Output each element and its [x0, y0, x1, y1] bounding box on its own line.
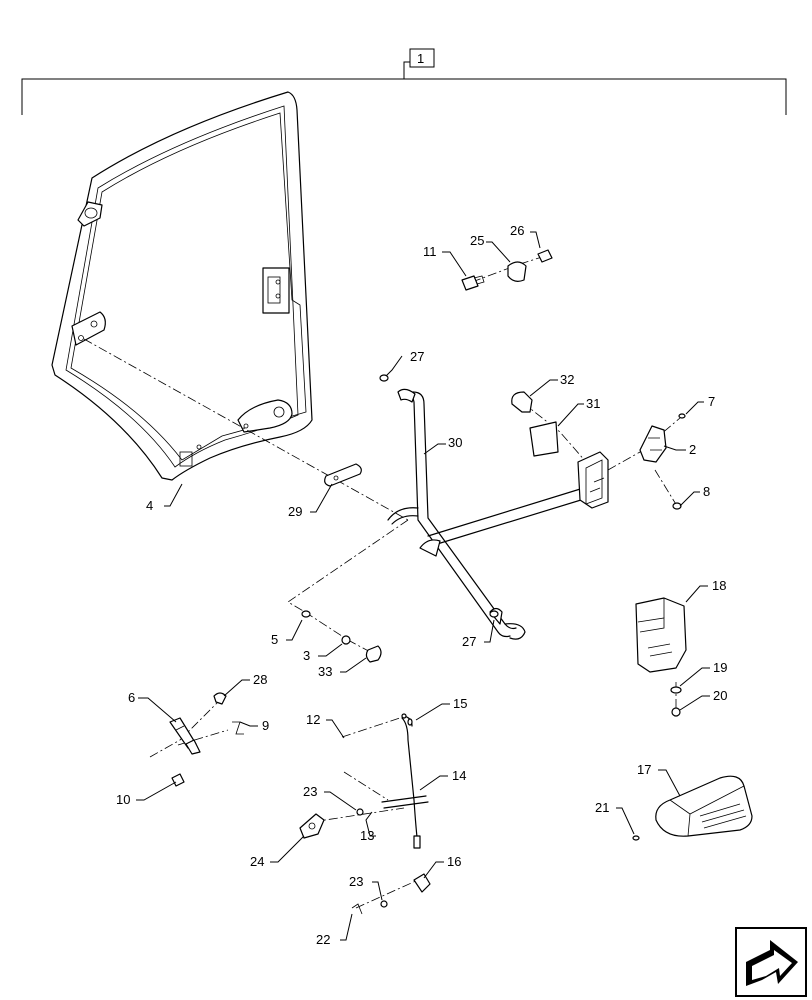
pin-15 [407, 718, 413, 726]
callout-9: 9 [262, 718, 269, 733]
callout-17: 17 [637, 762, 651, 777]
next-page-arrow-icon[interactable] [735, 927, 807, 997]
callout-5: 5 [271, 632, 278, 647]
callout-30: 30 [448, 435, 462, 450]
callout-27: 27 [462, 634, 476, 649]
handle-rod-assembly [387, 388, 609, 640]
callout-26: 26 [510, 223, 524, 238]
callout-27: 27 [410, 349, 424, 364]
washer-5 [301, 610, 311, 618]
callout-16: 16 [447, 854, 461, 869]
hinge-2 [639, 425, 667, 463]
callout-4: 4 [146, 498, 153, 513]
washer-23-lower [380, 900, 388, 908]
callout-14: 14 [452, 768, 466, 783]
callout-labels: 4 11 25 26 27 32 31 7 2 8 30 29 18 5 3 3… [116, 223, 727, 947]
callout-2: 2 [689, 442, 696, 457]
washer-3 [341, 635, 351, 645]
callout-25: 25 [470, 233, 484, 248]
callout-32: 32 [560, 372, 574, 387]
callout-1: 1 [417, 51, 424, 66]
callout-23: 23 [349, 874, 363, 889]
callout-6: 6 [128, 690, 135, 705]
callout-leaders [136, 231, 710, 941]
callout-3: 3 [303, 648, 310, 663]
rod-13 [381, 795, 427, 803]
ball-joint-28 [213, 692, 227, 705]
callout-21: 21 [595, 800, 609, 815]
washer-23-upper [356, 808, 364, 816]
washer-7 [678, 413, 686, 419]
clamp-25 [507, 261, 527, 282]
plate-29 [324, 463, 362, 487]
bolt-11 [461, 275, 485, 291]
clip-26 [537, 249, 553, 263]
cover-18 [635, 597, 687, 673]
callout-23: 23 [303, 784, 317, 799]
pin-12 [401, 713, 407, 719]
screw-8 [672, 502, 682, 510]
ball-joint-10 [171, 773, 185, 787]
callout-29: 29 [288, 504, 302, 519]
callout-12: 12 [306, 712, 320, 727]
grommet-27-upper [379, 374, 389, 382]
clamp-16 [413, 873, 431, 893]
spacer-33 [365, 645, 382, 663]
callout-13: 13 [360, 828, 374, 843]
assembly-bracket: 1 [21, 48, 787, 115]
callout-28: 28 [253, 672, 267, 687]
door-glass-panel [51, 91, 313, 481]
handle-cover-17 [655, 775, 753, 837]
callout-15: 15 [453, 696, 467, 711]
callout-7: 7 [708, 394, 715, 409]
screw-21 [632, 835, 640, 841]
grommet-27-lower [489, 610, 499, 618]
cable-14 [401, 717, 419, 847]
callout-18: 18 [712, 578, 726, 593]
callout-20: 20 [713, 688, 727, 703]
plate-31 [529, 421, 559, 457]
callout-8: 8 [703, 484, 710, 499]
callout-19: 19 [713, 660, 727, 675]
callout-24: 24 [250, 854, 264, 869]
callout-22: 22 [316, 932, 330, 947]
callout-31: 31 [586, 396, 600, 411]
pin-22 [351, 903, 363, 915]
callout-11: 11 [423, 244, 437, 259]
handle-24 [299, 813, 325, 839]
clip-9 [232, 721, 244, 735]
callout-10: 10 [116, 792, 130, 807]
clip-32 [511, 391, 533, 413]
gas-strut-6 [169, 717, 201, 755]
callout-33: 33 [318, 664, 332, 679]
washer-19 [670, 686, 682, 694]
nut-20 [671, 707, 681, 717]
